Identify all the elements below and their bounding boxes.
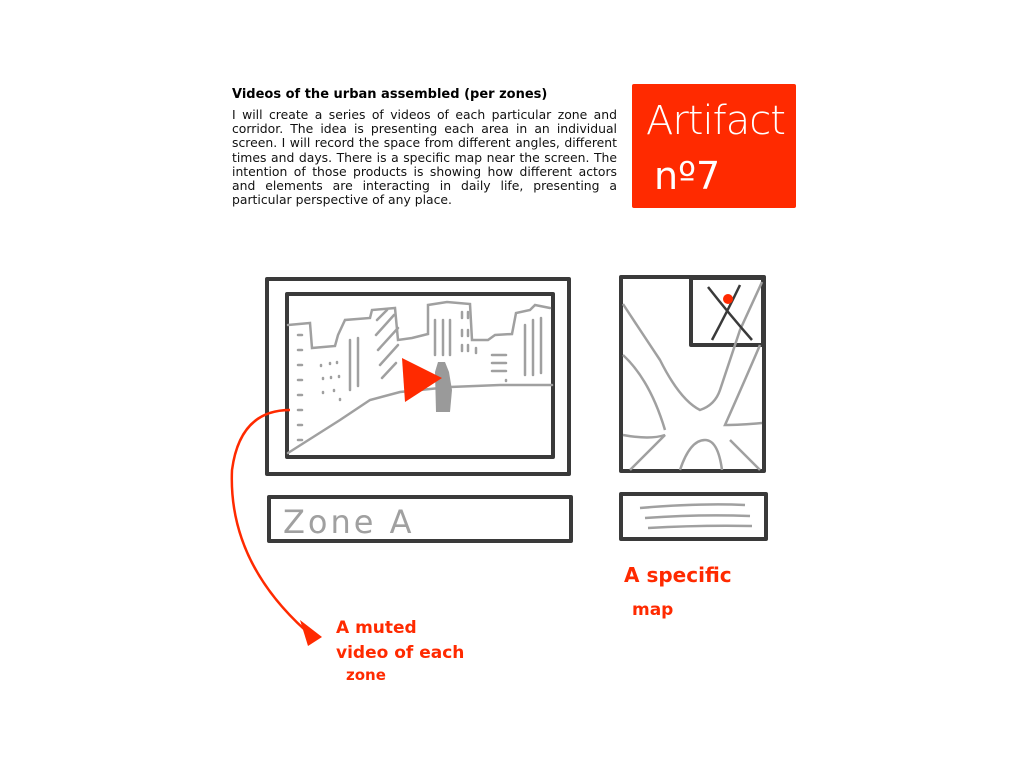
description: I will create a series of videos of each…: [232, 107, 617, 208]
map-annotation-line2: map: [632, 600, 673, 620]
map-annotation-line1: A specific: [624, 563, 732, 587]
location-pin-icon: [723, 294, 733, 304]
video-screen-frame: [265, 277, 571, 476]
page-title: Videos of the urban assembled (per zones…: [232, 87, 548, 102]
artifact-line1: Artifact: [646, 98, 786, 144]
video-annotation-line1: A muted: [336, 618, 417, 638]
video-annotation-line3: zone: [346, 666, 386, 684]
map-caption-bar: [619, 492, 768, 541]
map-inset: [689, 276, 765, 347]
artifact-badge: Artifact nº7: [632, 84, 796, 208]
annotation-arrow: [230, 408, 306, 631]
zone-label: Zone A: [283, 503, 415, 541]
map-streets: [621, 281, 764, 530]
video-annotation-line2: video of each: [336, 643, 464, 663]
city-sketch: [286, 300, 554, 455]
zone-label-bar: [267, 495, 573, 543]
video-inner-frame: [285, 292, 555, 459]
play-icon[interactable]: [402, 358, 442, 402]
arrow-head-icon: [300, 620, 322, 646]
person-silhouette: [435, 362, 452, 412]
map-cross-marker: [707, 284, 753, 341]
artifact-line2: nº7: [654, 154, 721, 198]
